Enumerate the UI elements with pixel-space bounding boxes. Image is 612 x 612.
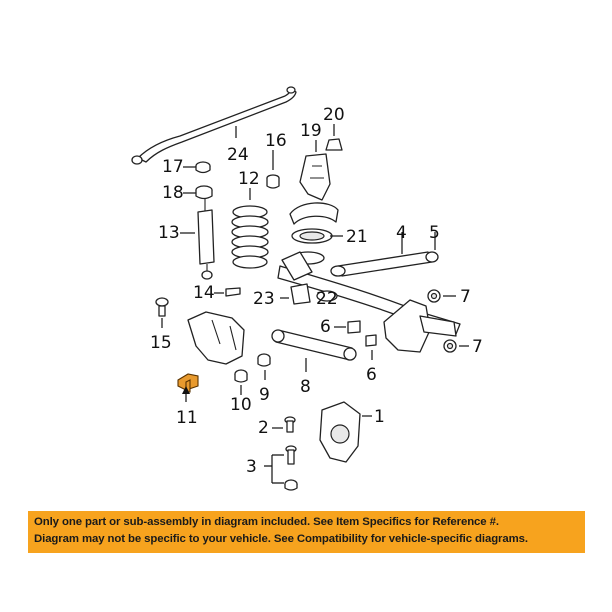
notice-banner: Only one part or sub-assembly in diagram… xyxy=(28,511,585,553)
nut-part-3 xyxy=(284,479,298,491)
bolt-part-3 xyxy=(285,445,297,465)
bracket-part-19 xyxy=(299,153,331,201)
bushing-part-16 xyxy=(266,174,280,189)
bolt-part-14 xyxy=(225,287,241,297)
notice-line-1: Only one part or sub-assembly in diagram… xyxy=(34,516,499,528)
callout-21: 21 xyxy=(346,227,368,247)
bolt-part-11-highlighted xyxy=(177,373,199,393)
callout-2: 2 xyxy=(258,418,269,438)
grommet-part-18 xyxy=(195,185,213,200)
callout-14: 14 xyxy=(193,283,215,303)
bolt-part-6-lower xyxy=(365,334,377,347)
callout-1: 1 xyxy=(374,407,385,427)
callout-20: 20 xyxy=(323,105,345,125)
steering-knuckle xyxy=(319,401,361,463)
shock-absorber xyxy=(197,198,215,280)
stabilizer-bar xyxy=(131,86,297,165)
callout-8: 8 xyxy=(300,377,311,397)
bushing-part-7-lower xyxy=(443,339,457,353)
callout-23: 23 xyxy=(253,289,275,309)
frame-bracket xyxy=(187,311,245,365)
callout-5: 5 xyxy=(429,223,440,243)
callout-18: 18 xyxy=(162,183,184,203)
callout-9: 9 xyxy=(259,385,270,405)
jounce-bumper-part-20 xyxy=(325,138,343,151)
coil-spring xyxy=(231,205,269,269)
axle-bracket xyxy=(383,299,457,353)
bolt-part-2 xyxy=(284,416,296,433)
callout-7-upper: 7 xyxy=(460,287,471,307)
callout-7-lower: 7 xyxy=(472,337,483,357)
callout-12: 12 xyxy=(238,169,260,189)
bushing-part-7-upper xyxy=(427,289,441,303)
callout-16: 16 xyxy=(265,131,287,151)
callout-22: 22 xyxy=(316,289,338,309)
callout-6-lower: 6 xyxy=(366,365,377,385)
callout-13: 13 xyxy=(158,223,180,243)
callout-19: 19 xyxy=(300,121,322,141)
callout-11: 11 xyxy=(176,408,198,428)
callout-3: 3 xyxy=(246,457,257,477)
callout-6-upper: 6 xyxy=(320,317,331,337)
callout-4: 4 xyxy=(396,223,407,243)
callout-10: 10 xyxy=(230,395,252,415)
callout-17: 17 xyxy=(162,157,184,177)
callout-15: 15 xyxy=(150,333,172,353)
bolt-part-6-upper xyxy=(347,320,361,334)
insulator-part-23 xyxy=(290,283,311,305)
nut-part-17 xyxy=(195,161,211,174)
callout-24: 24 xyxy=(227,145,249,165)
nut-part-10 xyxy=(234,369,248,383)
cushion-part-22 xyxy=(316,290,338,302)
nut-part-9 xyxy=(257,353,271,367)
upper-control-arm xyxy=(330,251,439,277)
lower-control-arm xyxy=(271,329,357,361)
bolt-part-15 xyxy=(155,297,169,317)
notice-line-2: Diagram may not be specific to your vehi… xyxy=(34,532,528,545)
